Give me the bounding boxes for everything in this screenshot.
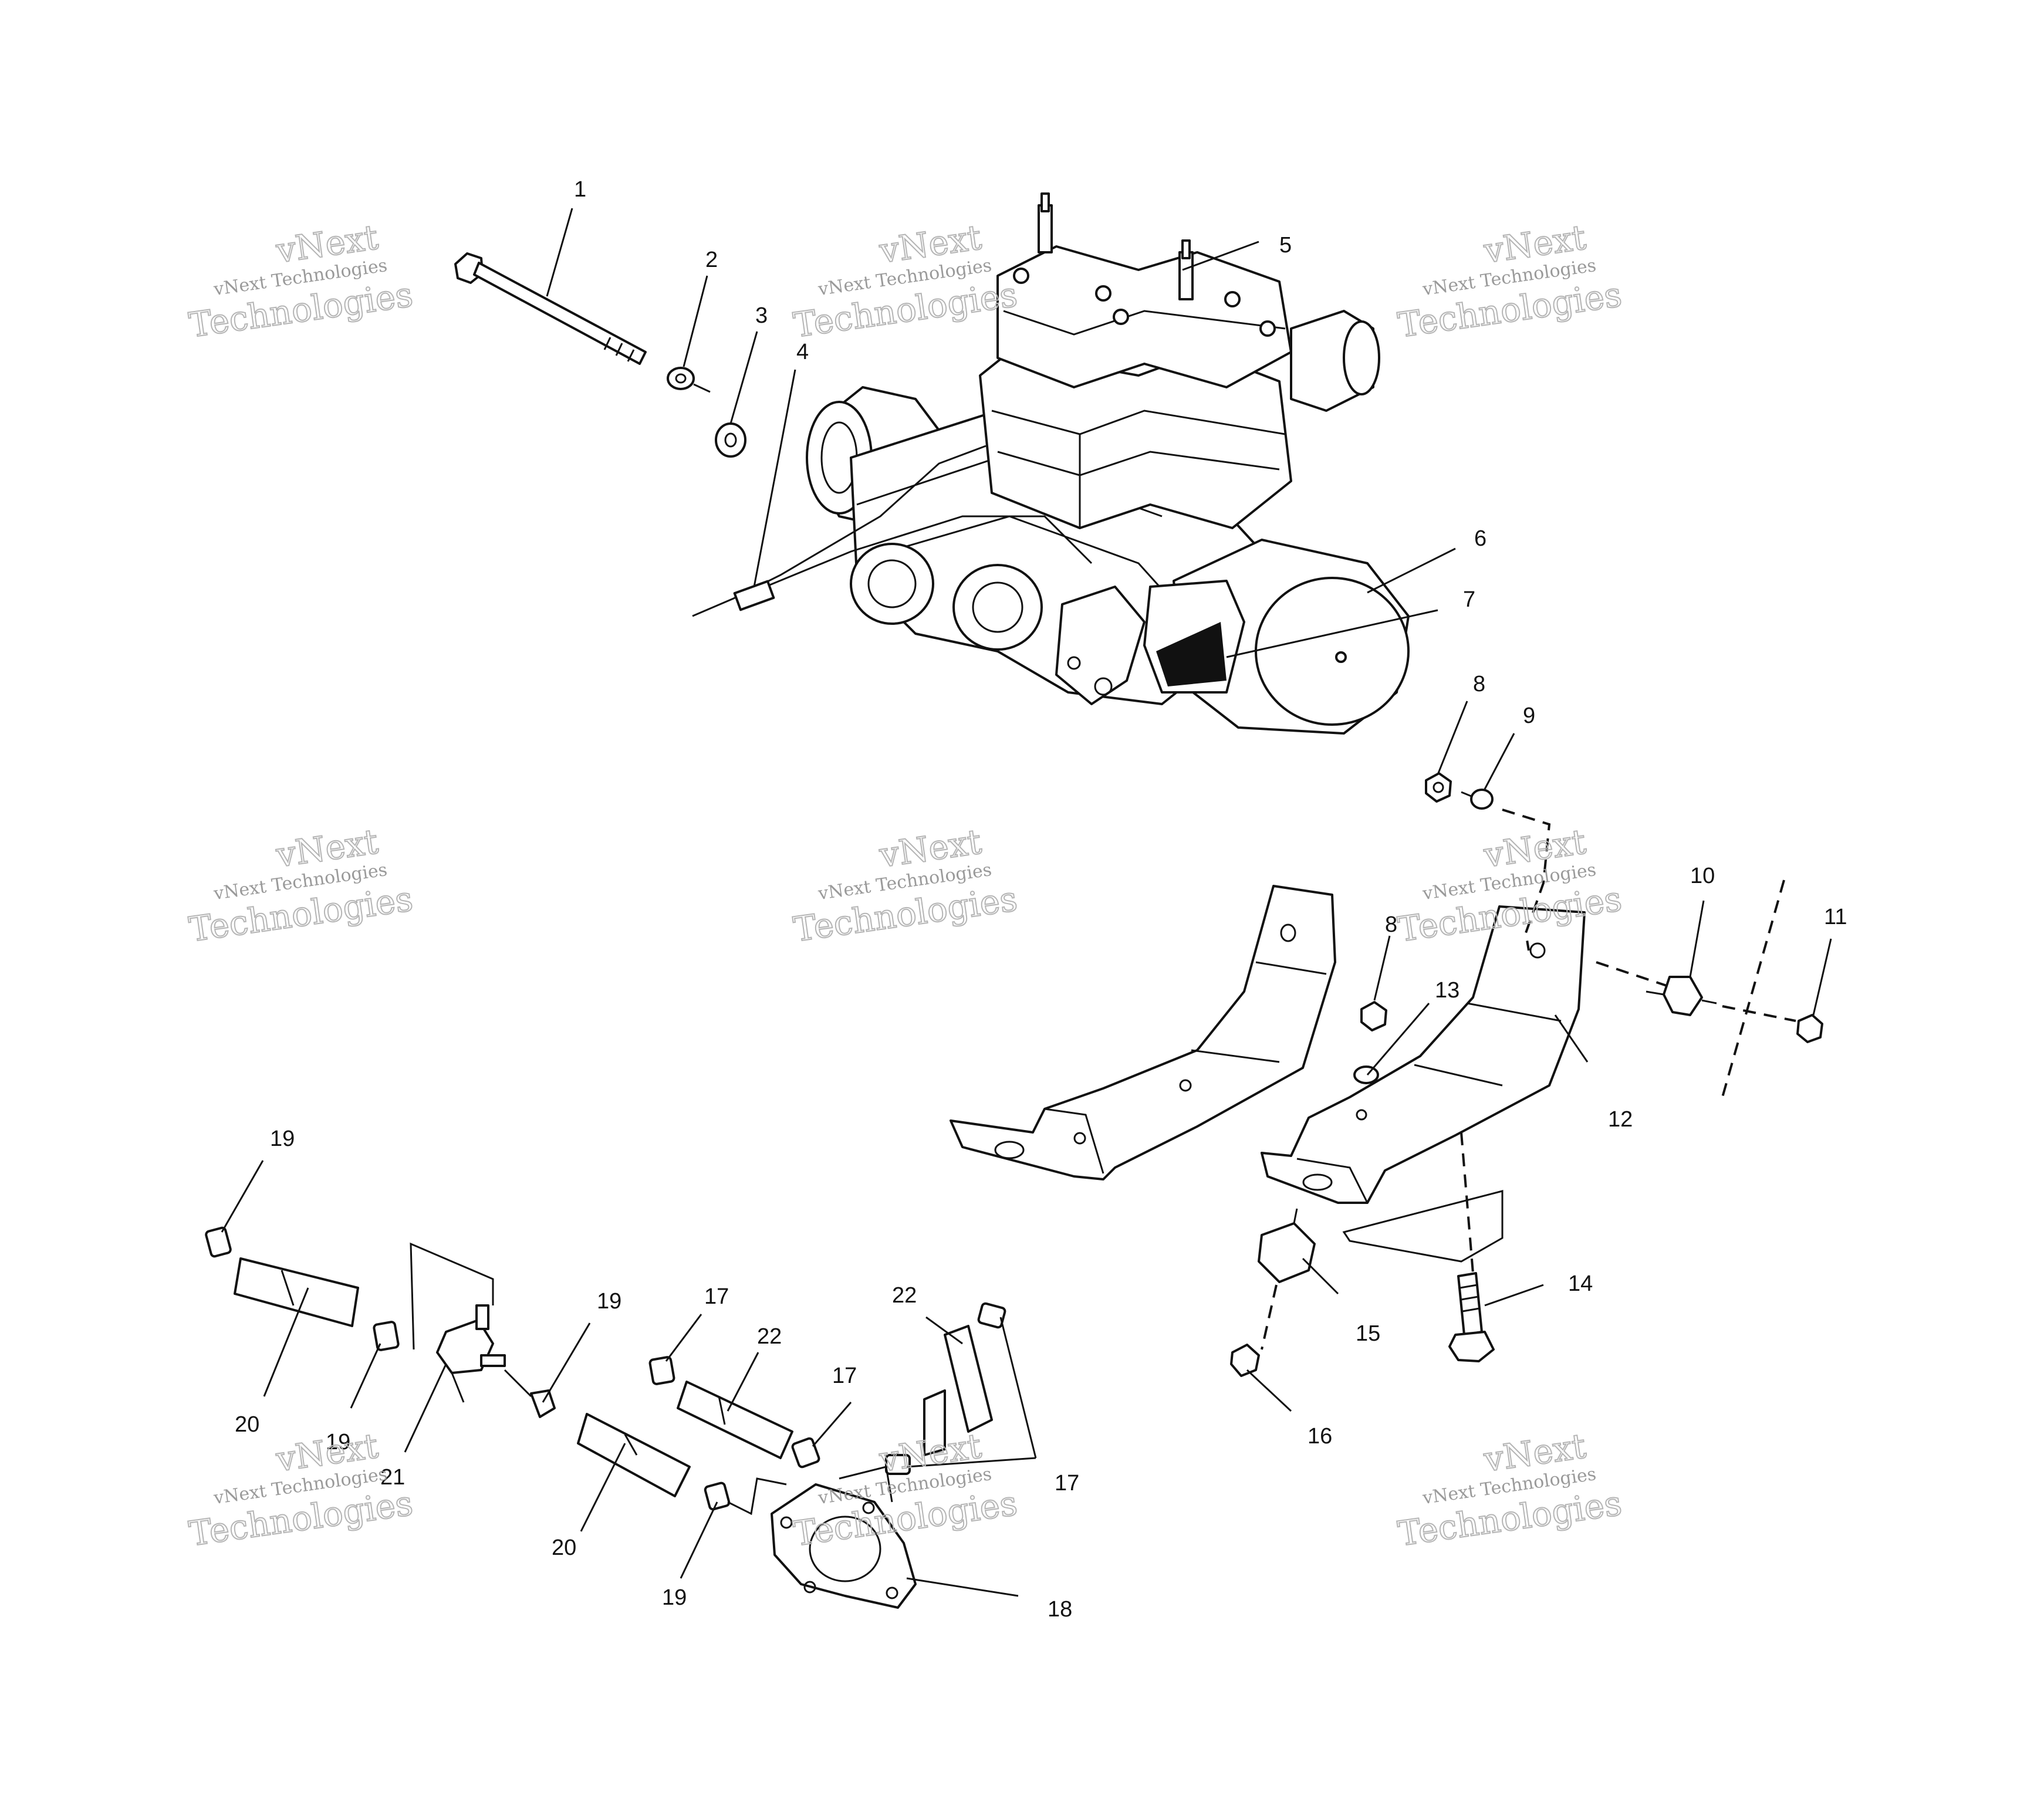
callout-22-a: 22 bbox=[757, 1324, 782, 1349]
nut-8-upper bbox=[1425, 772, 1452, 803]
callout-19-d: 19 bbox=[662, 1585, 687, 1610]
callout-13: 13 bbox=[1435, 978, 1459, 1003]
callout-8-upper: 8 bbox=[1473, 672, 1485, 696]
callout-20-b: 20 bbox=[552, 1535, 576, 1560]
mount-bracket-left bbox=[950, 885, 1336, 1180]
nut-8-lower bbox=[1360, 1001, 1387, 1031]
engine-assembly bbox=[692, 192, 1410, 735]
callout-19-b: 19 bbox=[326, 1430, 350, 1454]
callout-4: 4 bbox=[796, 340, 809, 364]
bolt-14 bbox=[1448, 1132, 1495, 1362]
leader-lines bbox=[221, 208, 1832, 1597]
callout-21: 21 bbox=[380, 1465, 405, 1490]
watermark-r3c3: vNext vNext Technologies Technologies bbox=[1395, 1425, 1625, 1554]
callout-19-c: 19 bbox=[597, 1289, 621, 1314]
callout-12: 12 bbox=[1608, 1107, 1633, 1132]
callout-17-a: 17 bbox=[704, 1284, 729, 1309]
callout-14: 14 bbox=[1568, 1271, 1593, 1296]
callout-labels: 1 2 3 4 5 6 7 8 9 8 13 10 11 12 14 15 16… bbox=[235, 177, 1847, 1622]
isolator-15 bbox=[1258, 1208, 1316, 1350]
callout-17-c: 17 bbox=[1055, 1471, 1079, 1496]
watermark-r2c1: vNext vNext Technologies Technologies bbox=[186, 821, 416, 950]
isolator-10 bbox=[1596, 961, 1796, 1022]
watermark-r1c1: vNext vNext Technologies Technologies bbox=[186, 217, 416, 346]
callout-19-a: 19 bbox=[270, 1127, 295, 1151]
callout-15: 15 bbox=[1356, 1321, 1380, 1346]
mount-bracket-right bbox=[1261, 905, 1586, 1263]
nut-16 bbox=[1230, 1344, 1260, 1377]
watermark-r1c3: vNext vNext Technologies Technologies bbox=[1395, 217, 1625, 346]
callout-18: 18 bbox=[1048, 1597, 1072, 1622]
callout-22-b: 22 bbox=[892, 1283, 917, 1308]
watermark-r1c2: vNext vNext Technologies Technologies bbox=[790, 217, 1021, 346]
fuel-system bbox=[205, 1226, 1006, 1609]
callout-3: 3 bbox=[755, 303, 768, 328]
callout-5: 5 bbox=[1279, 233, 1292, 258]
nut-11 bbox=[1721, 879, 1823, 1098]
watermark-r3c1: vNext vNext Technologies Technologies bbox=[186, 1425, 416, 1554]
washer-3 bbox=[715, 422, 746, 458]
watermark-r2c3: vNext vNext Technologies Technologies bbox=[1395, 821, 1625, 950]
watermark-r2c2: vNext vNext Technologies Technologies bbox=[790, 821, 1021, 950]
washer-2 bbox=[667, 367, 711, 393]
callout-10: 10 bbox=[1690, 864, 1715, 888]
watermark-r3c2: vNext vNext Technologies Technologies bbox=[790, 1425, 1021, 1554]
engine-bolt-1 bbox=[454, 252, 647, 365]
callout-7: 7 bbox=[1463, 587, 1475, 612]
washer-13 bbox=[1353, 1065, 1379, 1084]
callout-20-a: 20 bbox=[235, 1412, 259, 1437]
callout-16: 16 bbox=[1308, 1424, 1332, 1449]
callout-6: 6 bbox=[1474, 526, 1486, 551]
callout-9: 9 bbox=[1523, 703, 1535, 728]
callout-8-lower: 8 bbox=[1385, 912, 1397, 937]
callout-2: 2 bbox=[705, 248, 718, 272]
callout-17-b: 17 bbox=[832, 1364, 857, 1388]
callout-1: 1 bbox=[574, 177, 586, 202]
callout-11: 11 bbox=[1824, 905, 1847, 929]
washer-9 bbox=[1461, 789, 1551, 951]
